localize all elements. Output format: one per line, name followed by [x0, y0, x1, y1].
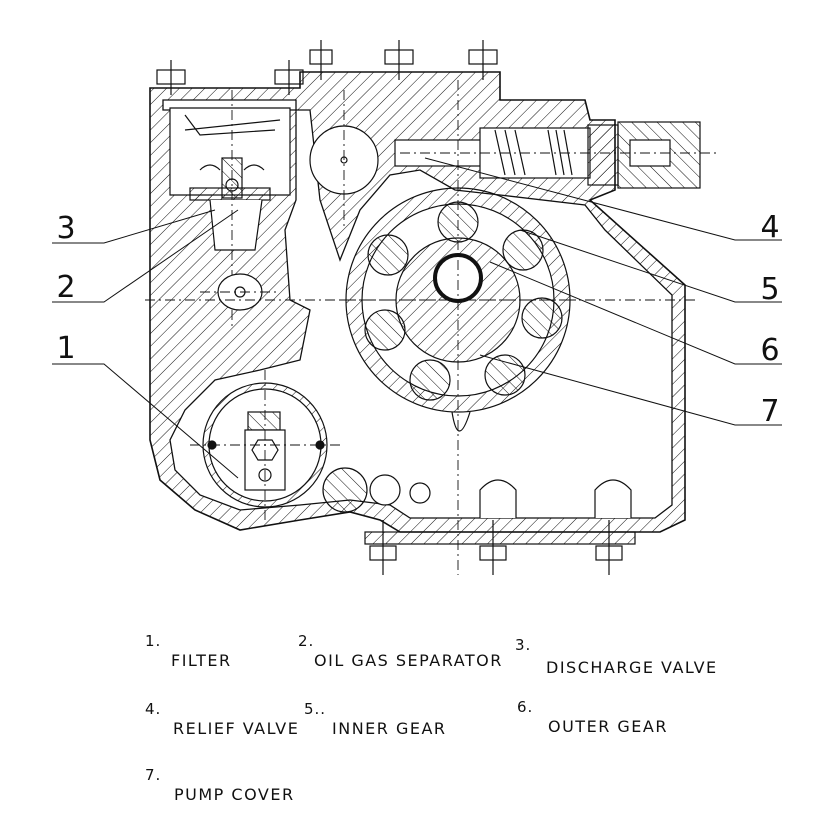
- discharge-port: [200, 273, 280, 311]
- filter: [190, 370, 340, 520]
- top-bolts: [156, 40, 498, 95]
- legend-label: INNER GEAR: [332, 719, 447, 738]
- legend-number: 4.: [145, 700, 162, 718]
- pump-cover: [364, 520, 636, 575]
- callout-6: 6: [760, 333, 779, 368]
- legend-number: 5..: [304, 700, 327, 718]
- leader-4: [424, 157, 782, 241]
- leader-1: [52, 363, 239, 479]
- relief-valve: [394, 121, 720, 189]
- parts-legend: 1. FILTER 2. OIL GAS SEPARATOR 3. DISCHA…: [0, 600, 839, 839]
- leader-6: [489, 261, 782, 365]
- gear-assembly: [340, 80, 580, 575]
- legend-label: OIL GAS SEPARATOR: [314, 651, 503, 670]
- callout-2: 2: [56, 270, 75, 305]
- callout-3: 3: [56, 211, 75, 246]
- legend-label: FILTER: [171, 651, 232, 670]
- callout-7: 7: [760, 394, 779, 429]
- oil-gas-separator: [169, 90, 291, 330]
- callout-1: 1: [56, 331, 75, 366]
- separator-bore: [309, 90, 379, 230]
- legend-number: 3.: [515, 636, 532, 654]
- leader-3: [52, 209, 216, 244]
- leader-2: [52, 209, 239, 303]
- callout-4: 4: [760, 210, 779, 245]
- legend-number: 2.: [298, 632, 315, 650]
- legend-label: OUTER GEAR: [548, 717, 668, 736]
- legend-label: PUMP COVER: [174, 785, 295, 804]
- legend-label: RELIEF VALVE: [173, 719, 300, 738]
- pump-cross-section-drawing: 3 2 1 4 5 6 7: [52, 40, 782, 575]
- legend-number: 6.: [517, 698, 534, 716]
- leader-7: [479, 354, 782, 426]
- callout-5: 5: [760, 272, 779, 307]
- lower-passages: [322, 467, 632, 518]
- leader-lines: [52, 157, 782, 479]
- legend-number: 7.: [145, 766, 162, 784]
- legend-label: DISCHARGE VALVE: [546, 658, 718, 677]
- leader-5: [519, 229, 782, 303]
- legend-number: 1.: [145, 632, 162, 650]
